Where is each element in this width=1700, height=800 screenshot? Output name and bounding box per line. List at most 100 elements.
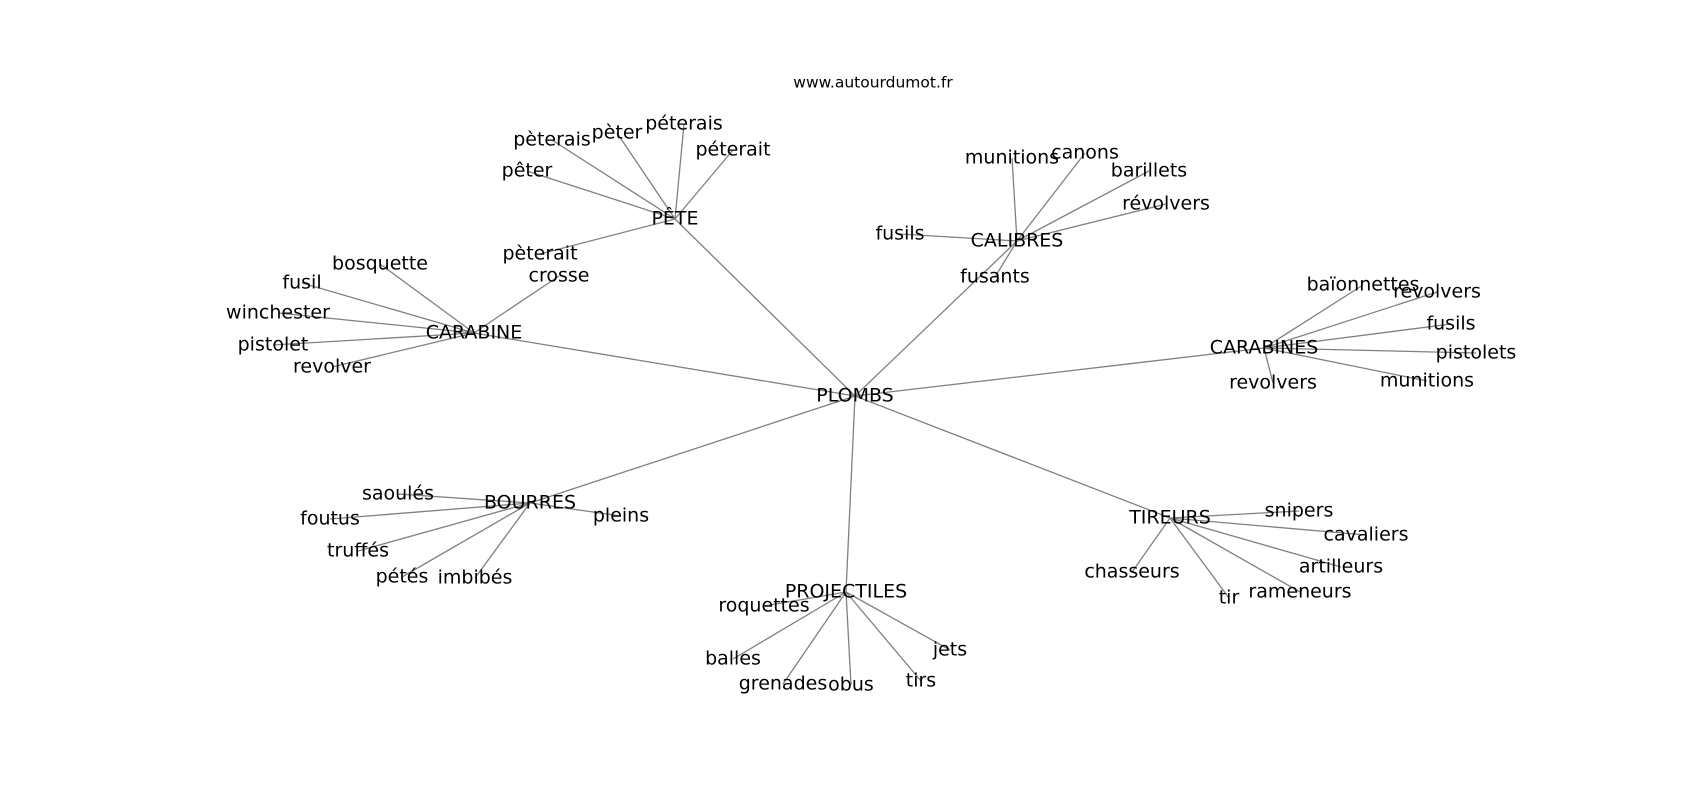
word-node: snipers bbox=[1265, 500, 1334, 522]
edge-hub-to-word bbox=[616, 132, 676, 220]
edge-hub-to-word bbox=[357, 502, 531, 552]
word-node: pèterais bbox=[513, 129, 591, 151]
word-node: pleins bbox=[593, 505, 649, 527]
edge-hub-to-word bbox=[1263, 323, 1452, 349]
site-url: www.autourdumot.fr bbox=[793, 74, 953, 92]
edge-center-to-hub bbox=[854, 240, 1018, 397]
word-node: cavaliers bbox=[1324, 524, 1409, 546]
word-node: pèterait bbox=[502, 243, 577, 265]
edge-hub-to-word bbox=[674, 123, 685, 220]
edge-hub-to-word bbox=[277, 312, 475, 334]
hub-node: PROJECTILES bbox=[785, 581, 907, 603]
word-node: saoulés bbox=[362, 483, 434, 505]
edge-hub-to-word bbox=[539, 218, 676, 255]
edge-hub-to-word bbox=[845, 591, 922, 682]
edge-hub-to-word bbox=[1016, 203, 1167, 242]
edge-hub-to-word bbox=[845, 591, 852, 686]
word-node: pêter bbox=[502, 160, 553, 182]
edge-hub-to-word bbox=[1169, 517, 1367, 536]
word-node: fusils bbox=[875, 223, 924, 245]
hub-node: PÊTE bbox=[651, 207, 698, 230]
edge-hub-to-word bbox=[1169, 517, 1230, 599]
edge-hub-to-word bbox=[1169, 517, 1301, 593]
edge-hub-to-word bbox=[763, 591, 847, 607]
word-node: munitions bbox=[1380, 370, 1474, 392]
hub-node: BOURRES bbox=[484, 492, 576, 514]
word-node: tirs bbox=[906, 670, 936, 692]
word-node: artilleurs bbox=[1299, 556, 1383, 578]
edge-hub-to-word bbox=[994, 240, 1018, 278]
word-node: crosse bbox=[529, 265, 590, 287]
word-node: pistolet bbox=[238, 334, 309, 356]
edge-hub-to-word bbox=[401, 502, 531, 578]
edge-hub-to-word bbox=[732, 591, 847, 660]
word-node: tir bbox=[1219, 587, 1240, 609]
edge-hub-to-word bbox=[899, 233, 1018, 242]
word-node: jets bbox=[932, 639, 967, 661]
edge-center-to-hub bbox=[674, 218, 856, 397]
hub-node: CALIBRES bbox=[971, 230, 1064, 252]
edge-hub-to-word bbox=[329, 502, 531, 520]
center-node: PLOMBS bbox=[816, 385, 893, 407]
edge-hub-to-word bbox=[272, 332, 475, 346]
word-node: munitions bbox=[965, 147, 1059, 169]
edge-hub-to-word bbox=[551, 139, 676, 220]
hub-node: TIREURS bbox=[1128, 507, 1211, 529]
word-node: chasseurs bbox=[1084, 561, 1179, 583]
edge-hub-to-word bbox=[474, 502, 531, 579]
edge-hub-to-word bbox=[1263, 284, 1364, 349]
hub-node: CARABINES bbox=[1210, 337, 1319, 359]
edge-center-to-hub bbox=[473, 332, 856, 397]
word-node: winchester bbox=[226, 302, 330, 324]
word-node: révolvers bbox=[1122, 193, 1210, 215]
edge-hub-to-word bbox=[1169, 510, 1300, 519]
edge-hub-to-word bbox=[1011, 157, 1018, 242]
edge-hub-to-word bbox=[782, 591, 847, 685]
edge-hub-to-word bbox=[1131, 517, 1171, 573]
edge-hub-to-word bbox=[331, 332, 475, 368]
graph-edges bbox=[272, 123, 1477, 686]
edge-hub-to-word bbox=[526, 170, 676, 220]
word-node: imbibés bbox=[438, 567, 513, 589]
hub-node: CARABINE bbox=[426, 322, 523, 344]
word-node: obus bbox=[828, 674, 874, 696]
edge-center-to-hub bbox=[854, 395, 1171, 519]
word-node: barillets bbox=[1111, 160, 1187, 182]
word-node: péterait bbox=[695, 139, 770, 161]
word-node: revolvers bbox=[1229, 372, 1317, 394]
word-node: foutus bbox=[300, 508, 360, 530]
edge-hub-to-word bbox=[1016, 152, 1086, 242]
edge-hub-to-word bbox=[301, 282, 475, 334]
word-node: balles bbox=[705, 648, 761, 670]
word-node: baïonnettes bbox=[1307, 274, 1420, 296]
edge-hub-to-word bbox=[674, 149, 734, 220]
edge-hub-to-word bbox=[1016, 170, 1150, 242]
edge-hub-to-word bbox=[845, 591, 951, 651]
edge-hub-to-word bbox=[1263, 291, 1438, 349]
word-node: rameneurs bbox=[1248, 581, 1351, 603]
edge-hub-to-word bbox=[1263, 347, 1477, 354]
word-node: pèter bbox=[592, 122, 643, 144]
word-node: fusil bbox=[282, 272, 321, 294]
edge-center-to-hub bbox=[529, 395, 856, 504]
word-node: revolvers bbox=[1393, 281, 1481, 303]
edge-center-to-hub bbox=[854, 347, 1265, 397]
edge-hub-to-word bbox=[397, 493, 531, 504]
word-node: canons bbox=[1051, 142, 1119, 164]
word-node: fusants bbox=[960, 266, 1030, 288]
word-node: bosquette bbox=[332, 253, 428, 275]
edge-hub-to-word bbox=[1263, 347, 1274, 384]
word-node: pistolets bbox=[1436, 342, 1517, 364]
edge-hub-to-word bbox=[1169, 517, 1342, 568]
word-node: grenades bbox=[739, 673, 827, 695]
word-node: pétés bbox=[376, 566, 429, 588]
edge-hub-to-word bbox=[473, 275, 560, 334]
edge-hub-to-word bbox=[379, 263, 475, 334]
word-node: roquettes bbox=[718, 595, 809, 617]
edge-hub-to-word bbox=[1263, 347, 1428, 382]
word-node: péterais bbox=[645, 113, 723, 135]
edge-center-to-hub bbox=[845, 395, 856, 593]
word-node: fusils bbox=[1426, 313, 1475, 335]
